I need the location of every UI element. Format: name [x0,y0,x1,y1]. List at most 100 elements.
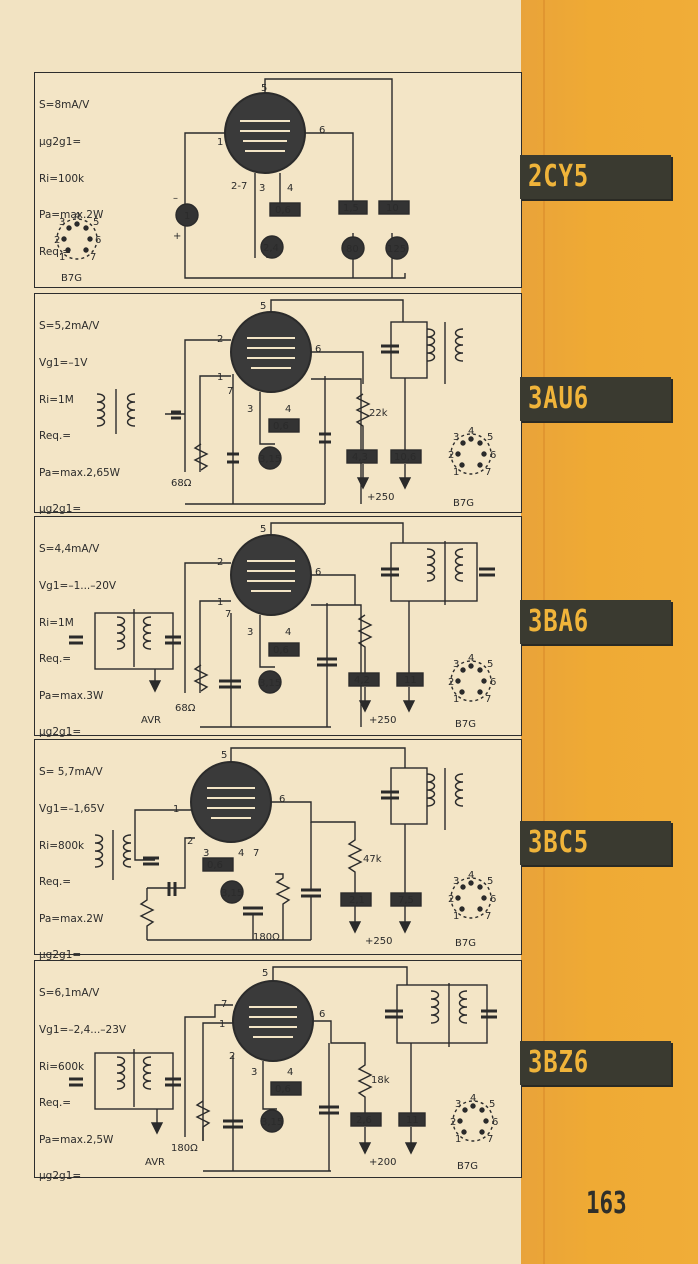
cathode-resistor-value: 180Ω [253,932,280,943]
pin-6-label: 6 [279,794,285,805]
g2-circle-value: 80 [346,244,359,255]
params-3bc5: S= 5,7mA/V Vg1=–1,65V Ri=800k Req.= Pa=m… [39,742,104,986]
g2-value: 2,6 [356,1115,372,1126]
param-line: S=8mA/V [39,99,90,112]
cathode-circle-value: 2,4 [263,243,279,254]
tube-tag-3bz6: 3BZ6 [520,1041,671,1085]
supply-value: +200 [369,1157,396,1168]
socket-pin-label: 1 [453,911,459,922]
cathode-resistor-icon [275,873,291,940]
grid-bias-circle-icon [175,203,199,227]
pin-6-label: 6 [315,567,321,578]
socket-pin-label: 3 [455,1099,461,1110]
pin-3-label: 3 [247,404,253,415]
tube-type-label: 3BC5 [528,825,589,860]
socket-pin-label: 3 [453,432,459,443]
socket-pin-label: 4 [74,211,80,222]
param-line: Req.= [39,245,72,258]
pin-2-label: 2 [217,334,223,345]
pin-5-label: 5 [260,301,266,312]
pin-7-label: 7 [221,999,227,1010]
pin-7-label: 7 [227,386,233,397]
socket-pin-label: 3 [453,659,459,670]
pin-6-label: 6 [319,125,325,136]
socket-pin-label: 7 [485,911,491,922]
g2-value: 1,5 [343,203,359,214]
pin-6-label: 6 [319,1009,325,1020]
tube-envelope-icon [230,311,312,393]
supply-value: +250 [369,715,396,726]
base-label: B7G [457,1161,478,1172]
socket-pin-label: 2 [450,1117,456,1128]
g2-resistor-icon [355,393,371,451]
socket-pin-label: 2 [448,894,454,905]
cathode-resistor-value: 180Ω [171,1143,198,1154]
pin-27-label: 2-7 [231,181,247,192]
socket-pin-label: 4 [468,653,474,664]
base-label: B7G [453,498,474,509]
param-line: Req.= [39,653,72,666]
g2-resistor-value: 22k [369,408,388,419]
socket-pin-label: 4 [468,870,474,881]
socket-pin-label: 1 [59,252,65,263]
anode-circle-icon [385,236,409,260]
param-line: Pa=max.2W [39,912,104,925]
base-label: B7G [455,719,476,730]
pin-4-label: 4 [285,404,291,415]
anode-circle-value: 125 [387,244,406,255]
pin-5-label: 5 [262,968,268,979]
tube-envelope-icon [230,534,312,616]
param-line: µg2g1= [39,949,82,962]
socket-pin-label: 5 [487,659,493,670]
param-line: Ri=100k [39,172,85,185]
cathode-value: 3,15 [259,454,281,465]
schematic-3ba6: 5 2 1 6 7 3 4 0,6 3,15 4,2 11 68Ω AVR +2… [69,522,496,730]
pin-1-label: 1 [217,372,223,383]
g2-resistor-icon [357,614,373,674]
param-line: Pa=max.3W [39,689,104,702]
pin-4-label: 4 [287,1067,293,1078]
param-line: Pa=max.2,65W [39,466,121,479]
param-line: Req.= [39,1097,72,1110]
param-line: µg2g1= [39,136,82,149]
output-transformer-icon [381,767,464,830]
heater-box [269,202,301,217]
tube-panel-3bc5: S= 5,7mA/V Vg1=–1,65V Ri=800k Req.= Pa=m… [34,739,522,961]
g2-resistor-icon [347,835,363,894]
cathode-value: 3,15 [221,888,243,899]
pin-1-label: 1 [219,1019,225,1030]
tube-envelope-icon [224,92,306,174]
param-line: S=6,1mA/V [39,987,100,1000]
param-line: S=5,2mA/V [39,320,100,333]
param-line: Pa=max.2,5W [39,1133,114,1146]
tube-tag-2cy5: 2CY5 [520,155,671,199]
cathode-resistor-icon [195,1100,211,1141]
pin-2-label: 2 [187,836,193,847]
anode-value: 10,6 [394,452,416,463]
g2-resistor-icon [357,1061,373,1113]
anode-value: 11 [406,1115,419,1126]
param-line: Req.= [39,876,72,889]
param-line: Vg1=–1V [39,357,88,370]
anode-value: 11 [404,675,417,686]
param-line: µg2g1= [39,1170,82,1183]
pin-5-label: 5 [221,750,227,761]
grid-circle-value: 1 [184,211,190,222]
param-line: Ri=1M [39,616,74,629]
tube-type-label: 3BA6 [528,604,589,639]
base-label: B7G [61,273,82,284]
page-number: 163 [586,1186,627,1221]
param-line: Ri=800k [39,839,85,852]
pin-3-label: 3 [251,1067,257,1078]
param-line: S=4,4mA/V [39,543,100,556]
pin-6-label: 6 [315,344,321,355]
socket-pin-label: 4 [468,426,474,437]
tube-panel-3au6: S=5,2mA/V Vg1=–1V Ri=1M Req.= Pa=max.2,6… [34,293,522,515]
socket-pin-label: 3 [59,217,65,228]
socket-pin-label: 5 [487,432,493,443]
param-line: Ri=600k [39,1060,85,1073]
socket-b7g-icon [450,877,492,919]
schematic-3bc5: 5 1 6 2 3 4 7 0,6 3,15 47k 2,1 7,5 180Ω … [94,747,496,949]
pin-3-label: 3 [203,848,209,859]
